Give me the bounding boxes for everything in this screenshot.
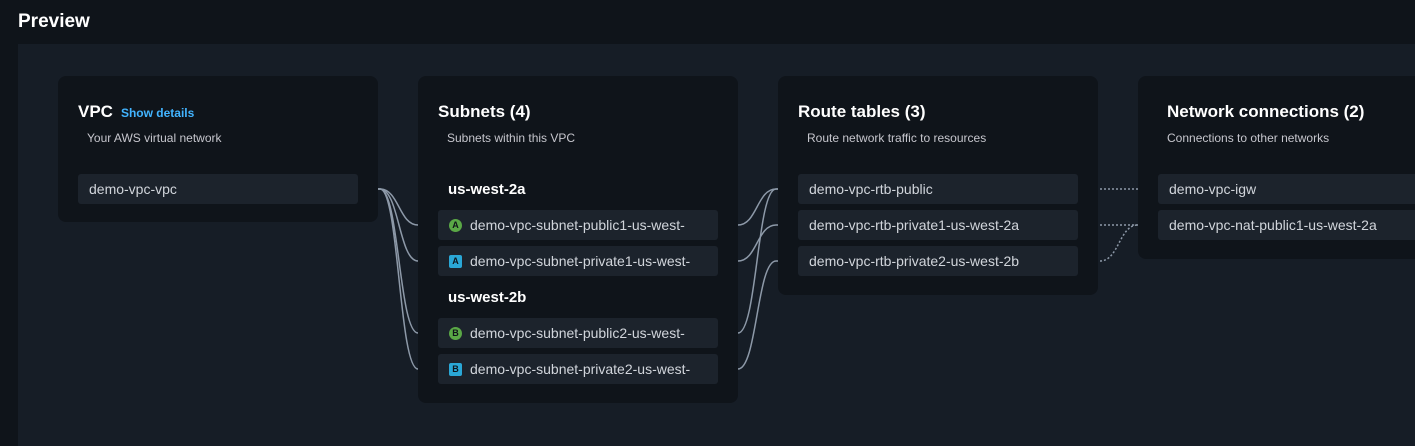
subnets-panel: Subnets (4) Subnets within this VPC us-w… [418,76,738,403]
network-connection-node-igw[interactable]: demo-vpc-igw [1158,174,1415,204]
subnet-name: demo-vpc-subnet-private2-us-west- [470,361,691,377]
network-connections-panel: Network connections (2) Connections to o… [1138,76,1415,259]
subnet-name: demo-vpc-subnet-public2-us-west- [470,325,685,341]
subnets-title: Subnets (4) [438,102,531,121]
vpc-panel-title: VPC Show details [78,102,194,122]
vpc-subtitle: Your AWS virtual network [87,131,222,145]
page-title: Preview [18,11,90,32]
private-subnet-icon: B [449,362,462,376]
vpc-panel: VPC Show details Your AWS virtual network… [58,76,378,222]
link-private1-rtb-private1 [718,224,798,262]
route-table-node-private2[interactable]: demo-vpc-rtb-private2-us-west-2b [798,246,1078,276]
network-connection-node-nat[interactable]: demo-vpc-nat-public1-us-west-2a [1158,210,1415,240]
network-connections-title: Network connections (2) [1167,102,1365,121]
show-details-link[interactable]: Show details [120,106,195,120]
public-subnet-icon: A [449,218,462,232]
link-vpc-subnet-private2 [358,188,438,370]
route-tables-subtitle: Route network traffic to resources [807,131,987,145]
vpc-node[interactable]: demo-vpc-vpc [78,174,358,204]
route-tables-title: Route tables (3) [798,102,926,121]
subnet-name: demo-vpc-subnet-private1-us-west- [470,253,691,269]
vpc-title: VPC [78,102,113,121]
public-subnet-icon: B [449,326,462,340]
route-table-node-public[interactable]: demo-vpc-rtb-public [798,174,1078,204]
link-public2-rtb-public [718,188,798,334]
route-tables-panel: Route tables (3) Route network traffic t… [778,76,1098,295]
az-label-us-west-2a: us-west-2a [448,181,526,198]
subnets-subtitle: Subnets within this VPC [447,131,576,145]
network-connections-subtitle: Connections to other networks [1167,131,1330,145]
private-subnet-icon: A [449,254,462,268]
route-table-node-private1[interactable]: demo-vpc-rtb-private1-us-west-2a [798,210,1078,240]
subnet-name: demo-vpc-subnet-public1-us-west- [470,217,685,233]
link-private2-rtb-private2 [718,260,798,370]
az-label-us-west-2b: us-west-2b [448,289,527,306]
link-rtb-private2-nat [1080,224,1158,262]
